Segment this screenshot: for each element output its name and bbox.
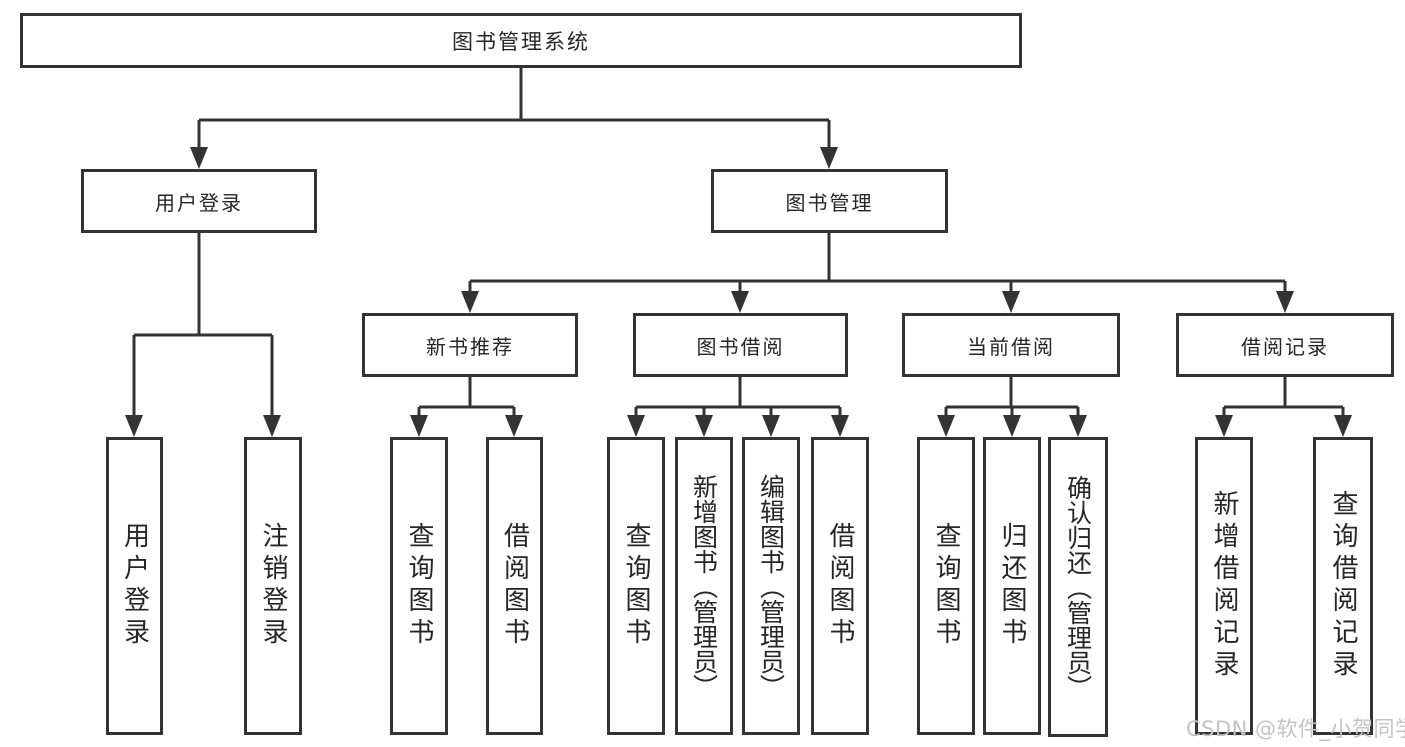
node-book-borrowing: 图书借阅 bbox=[633, 313, 848, 377]
node-label: 查询图书 bbox=[404, 522, 434, 650]
node-current-borrowing: 当前借阅 bbox=[902, 313, 1120, 377]
node-label: 图书管理系统 bbox=[452, 29, 590, 54]
arrowhead-icon bbox=[820, 147, 838, 169]
arrowhead-icon bbox=[1069, 415, 1087, 437]
leaf-logout: 注销登录 bbox=[244, 437, 302, 735]
node-label: 用户登录 bbox=[119, 522, 150, 650]
leaf-query-borrow-record: 查询借阅记录 bbox=[1313, 437, 1373, 735]
arrowhead-icon bbox=[1276, 291, 1294, 313]
node-label: 图书借阅 bbox=[696, 334, 785, 359]
node-label: 注销登录 bbox=[258, 522, 288, 650]
node-new-book-recommendation: 新书推荐 bbox=[362, 313, 578, 377]
arrowhead-icon bbox=[1003, 415, 1021, 437]
arrowhead-icon bbox=[263, 415, 281, 437]
node-label: 图书管理 bbox=[785, 190, 874, 215]
node-label: 新增图书（管理员） bbox=[689, 473, 719, 699]
node-label: 编辑图书（管理员） bbox=[756, 473, 786, 699]
arrowhead-icon bbox=[1002, 291, 1020, 313]
leaf-edit-books-admin: 编辑图书（管理员） bbox=[742, 437, 800, 735]
leaf-query-books-recommend: 查询图书 bbox=[390, 437, 448, 735]
arrowhead-icon bbox=[762, 415, 780, 437]
arrowhead-icon bbox=[1215, 415, 1233, 437]
node-user-login: 用户登录 bbox=[81, 169, 317, 233]
node-library-management-system: 图书管理系统 bbox=[20, 13, 1022, 68]
node-label: 确认归还（管理员） bbox=[1063, 474, 1093, 700]
leaf-confirm-return-admin: 确认归还（管理员） bbox=[1048, 437, 1108, 737]
node-label: 查询图书 bbox=[621, 522, 651, 650]
csdn-watermark: CSDN @软件_小贺同学 bbox=[1186, 717, 1405, 741]
arrowhead-icon bbox=[695, 415, 713, 437]
node-label: 归还图书 bbox=[997, 522, 1027, 650]
node-label: 用户登录 bbox=[155, 190, 243, 215]
arrowhead-icon bbox=[1334, 415, 1352, 437]
arrowhead-icon bbox=[410, 415, 428, 437]
node-label: 当前借阅 bbox=[967, 334, 1055, 359]
arrowhead-icon bbox=[831, 415, 849, 437]
leaf-borrow-books-borrowing: 借阅图书 bbox=[811, 437, 869, 735]
arrowhead-icon bbox=[627, 415, 645, 437]
leaf-user-login: 用户登录 bbox=[106, 437, 163, 735]
node-label: 新增借阅记录 bbox=[1209, 490, 1239, 682]
node-label: 查询图书 bbox=[931, 522, 961, 650]
arrowhead-icon bbox=[461, 291, 479, 313]
node-label: 新书推荐 bbox=[426, 334, 514, 359]
arrowhead-icon bbox=[190, 147, 208, 169]
arrowhead-icon bbox=[731, 291, 749, 313]
leaf-borrow-books-recommend: 借阅图书 bbox=[486, 437, 543, 735]
arrowhead-icon bbox=[125, 415, 143, 437]
node-label: 查询借阅记录 bbox=[1328, 490, 1358, 682]
leaf-add-borrow-record: 新增借阅记录 bbox=[1195, 437, 1253, 735]
arrowhead-icon bbox=[505, 415, 523, 437]
node-label: 借阅图书 bbox=[499, 522, 530, 650]
node-borrowing-records: 借阅记录 bbox=[1176, 313, 1394, 377]
node-label: 借阅记录 bbox=[1241, 334, 1329, 359]
leaf-query-books-borrowing: 查询图书 bbox=[607, 437, 665, 735]
node-book-management: 图书管理 bbox=[711, 169, 948, 233]
leaf-add-books-admin: 新增图书（管理员） bbox=[675, 437, 733, 735]
leaf-query-books-current: 查询图书 bbox=[917, 437, 975, 735]
leaf-return-books: 归还图书 bbox=[983, 437, 1041, 735]
arrowhead-icon bbox=[937, 415, 955, 437]
node-label: 借阅图书 bbox=[825, 522, 855, 650]
